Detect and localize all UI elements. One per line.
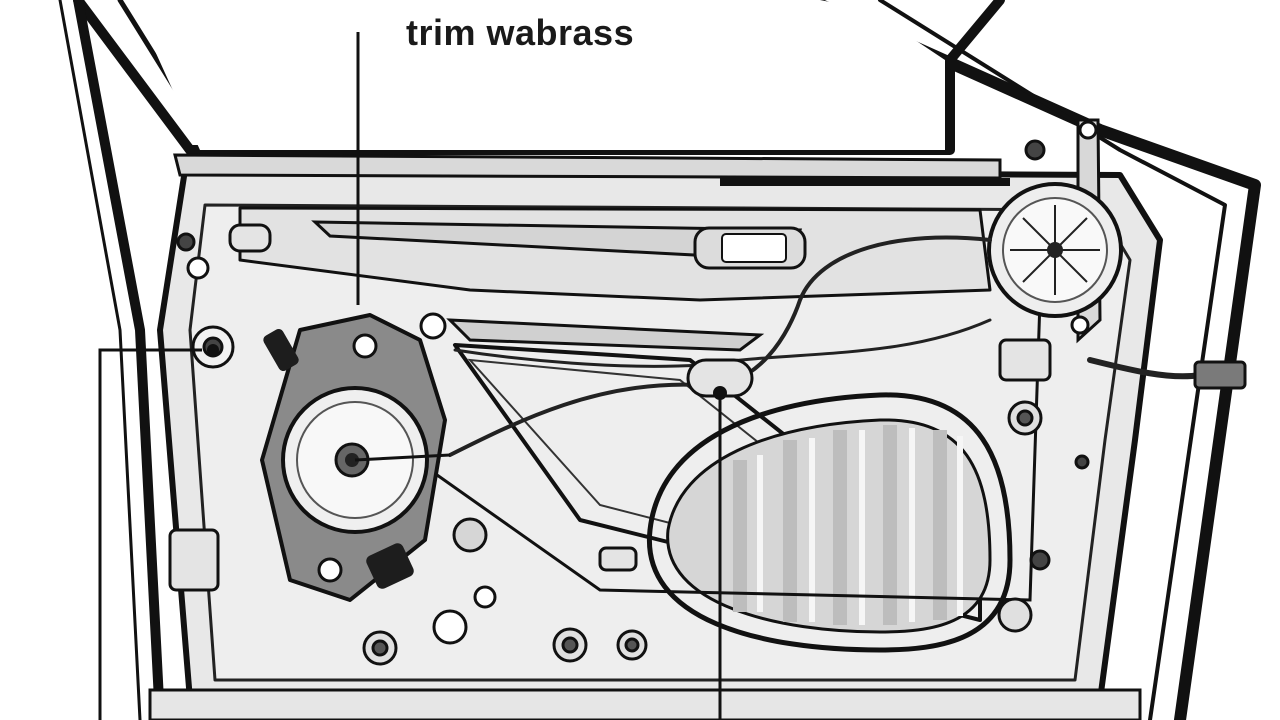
screw-icon [176, 139, 1090, 666]
lower-trim-channel [446, 318, 765, 352]
callout-dots [207, 344, 727, 400]
bracket [168, 223, 1052, 592]
speaker-icon [260, 313, 447, 602]
tweeter-icon [987, 118, 1123, 344]
window-glass [135, 0, 945, 150]
window-sill-strip [173, 153, 1002, 180]
callout-label: trim wabrass [406, 12, 635, 53]
window-regulator-track [453, 343, 982, 622]
door-frame [58, 0, 1261, 720]
wire-connector-icon [1193, 360, 1247, 390]
panel-contour [429, 299, 1042, 602]
door-bottom-strip [148, 688, 1142, 720]
callout-leader-lines [98, 32, 722, 720]
access-opening [646, 392, 1013, 653]
door-handle-icon [693, 226, 807, 270]
